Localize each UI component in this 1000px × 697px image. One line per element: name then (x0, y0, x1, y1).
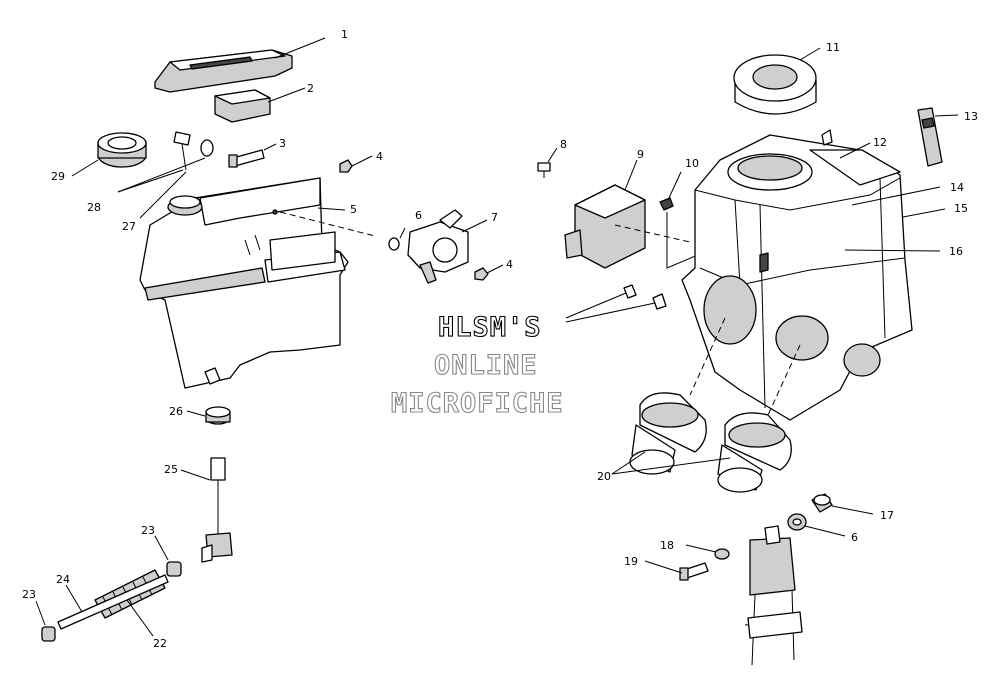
callout-12: 12 (873, 136, 887, 149)
callout-7: 7 (491, 211, 498, 224)
callout-25: 25 (164, 463, 178, 476)
callout-11: 11 (826, 41, 840, 54)
part-23-sleeve-upper (166, 561, 182, 577)
part-27-washer (200, 139, 214, 157)
callout-23b: 23 (22, 588, 36, 601)
callout-23a: 23 (141, 524, 155, 537)
part-11-foam-ring (733, 54, 817, 115)
callout-6: 6 (415, 209, 422, 222)
part-26-grommet (205, 406, 231, 425)
part-airbox (681, 129, 913, 421)
part-18-washer (714, 548, 730, 560)
part-mount-bracket (744, 525, 803, 666)
part-23-sleeve-lower (41, 626, 56, 642)
callout-20: 20 (597, 470, 611, 483)
part-29-cap (97, 132, 147, 168)
callout-14: 14 (950, 181, 964, 194)
part-4-nut-lower (474, 267, 489, 281)
part-17-grommet (811, 493, 833, 513)
part-5-oil-tank (139, 177, 349, 389)
callout-8: 8 (560, 138, 567, 151)
part-19-bolt (679, 562, 709, 581)
part-7-throttle-body (407, 209, 469, 284)
callout-26: 26 (169, 405, 183, 418)
part-24-tube (57, 574, 169, 630)
callout-27: 27 (122, 220, 136, 233)
callout-19: 19 (624, 555, 638, 568)
part-screws (623, 284, 667, 310)
part-8-screw (537, 162, 551, 178)
callout-29: 29 (51, 170, 65, 183)
watermark-line-3: MICROFICHE (391, 388, 564, 419)
watermark-line-1: HLSM'S (438, 312, 542, 343)
part-1-cover (154, 49, 293, 93)
callout-13: 13 (964, 110, 978, 123)
part-6-washer-lower (787, 513, 807, 531)
part-20-boot-right (717, 412, 792, 493)
part-9-cdi-module (564, 184, 646, 269)
callout-4b: 4 (506, 258, 513, 271)
callout-28: 28 (87, 201, 101, 214)
callout-1: 1 (341, 28, 348, 41)
part-25-sender (201, 457, 233, 563)
part-13-strap (917, 107, 943, 167)
callout-17: 17 (880, 509, 894, 522)
callout-2: 2 (307, 82, 314, 95)
part-4-nut-upper (339, 159, 353, 173)
callout-5: 5 (350, 203, 357, 216)
callout-4: 4 (376, 150, 383, 163)
part-6-washer (388, 237, 400, 251)
part-20-boot-left (629, 392, 707, 475)
callout-10: 10 (685, 157, 699, 170)
part-2-block (214, 89, 271, 123)
callout-9: 9 (637, 148, 644, 161)
callout-18: 18 (660, 539, 674, 552)
callout-24: 24 (56, 573, 70, 586)
callout-16: 16 (949, 245, 963, 258)
callout-22: 22 (153, 637, 167, 650)
part-10-clip (659, 197, 674, 211)
callout-15: 15 (954, 202, 968, 215)
part-3-bolt (228, 149, 265, 168)
callout-6b: 6 (851, 531, 858, 544)
watermark-line-2: ONLINE (434, 350, 538, 381)
callout-3: 3 (279, 137, 286, 150)
